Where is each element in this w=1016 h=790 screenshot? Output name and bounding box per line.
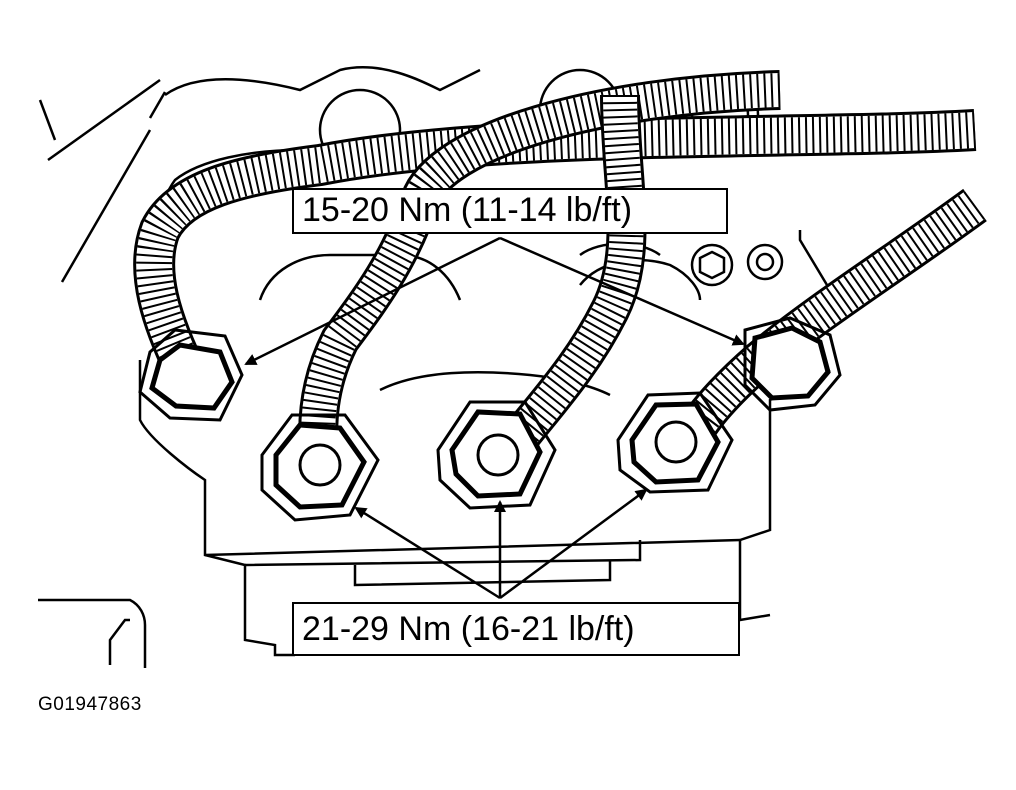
torque-callout-upper: 15-20 Nm (11-14 lb/ft) bbox=[292, 188, 728, 234]
hex-nuts bbox=[138, 316, 842, 522]
arrow-top-to-left-nut bbox=[244, 236, 501, 366]
hex-nut-lower-3 bbox=[616, 391, 734, 494]
leader-arrows bbox=[244, 236, 745, 600]
arrow-top-to-right-nut bbox=[499, 236, 745, 346]
hex-nut-upper-left bbox=[138, 328, 244, 422]
arrow-bottom-to-nut-3 bbox=[499, 488, 648, 600]
hex-nut-upper-right bbox=[743, 316, 842, 412]
corrugated-tubes bbox=[133, 70, 987, 463]
torque-callout-lower: 21-29 Nm (16-21 lb/ft) bbox=[292, 602, 740, 656]
lower-left-fragment bbox=[38, 598, 147, 668]
arrow-bottom-to-nut-1 bbox=[354, 506, 501, 600]
hex-nut-lower-1 bbox=[260, 413, 380, 522]
hex-nut-lower-2 bbox=[436, 400, 557, 510]
figure-id: G01947863 bbox=[38, 694, 142, 715]
